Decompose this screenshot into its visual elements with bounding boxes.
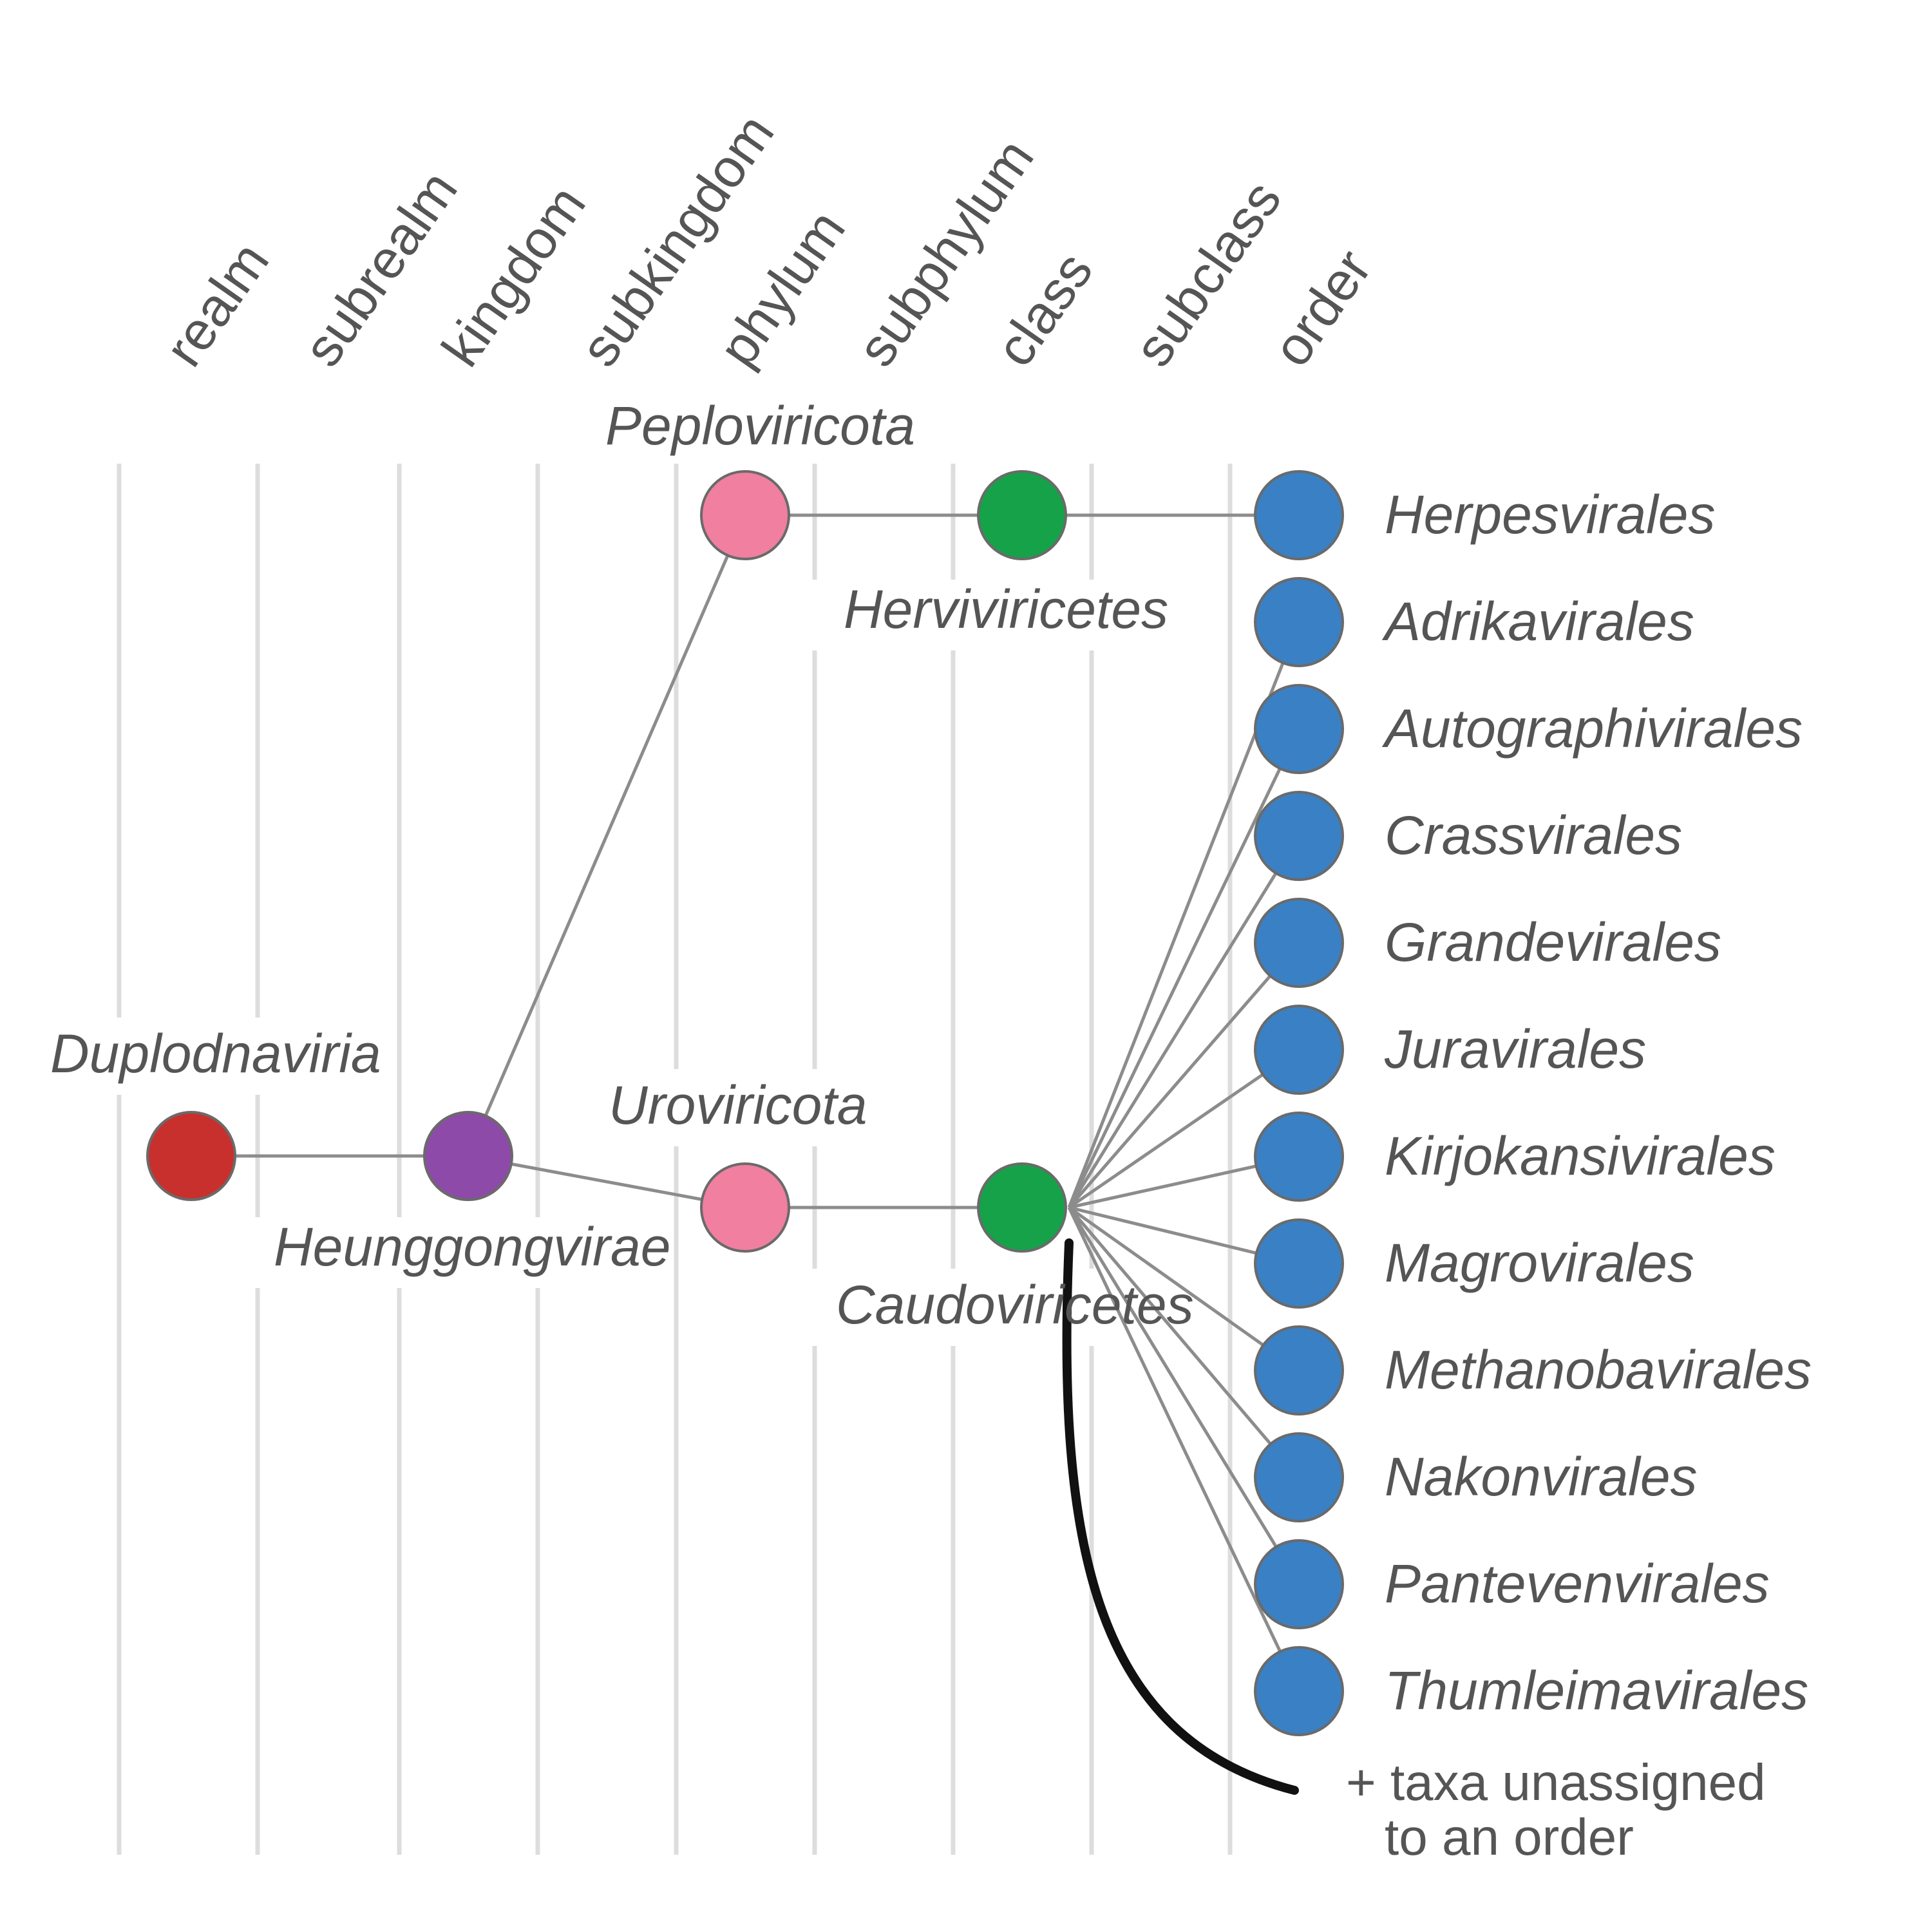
label-order: Pantevenvirales — [1385, 1553, 1770, 1614]
label-kingdom: Heunggongvirae — [274, 1217, 670, 1277]
edge-class-order — [1068, 942, 1300, 1209]
node-order — [1254, 791, 1344, 881]
label-order: Methanobavirales — [1385, 1340, 1812, 1400]
edge-class-order — [1068, 1206, 1300, 1372]
node-order — [1254, 1646, 1344, 1736]
node-realm — [146, 1111, 236, 1201]
order-nodes — [1254, 470, 1344, 1736]
edge-class-order — [1068, 1048, 1300, 1209]
label-class-top: Herviviricetes — [844, 579, 1168, 639]
rank-header-class: class — [984, 242, 1104, 377]
edge-class-order — [1067, 1206, 1301, 1692]
label-phylum-top: Peploviricota — [605, 395, 915, 456]
node-class-herviviricetes — [977, 470, 1067, 560]
note-line-1: + taxa unassigned — [1346, 1754, 1766, 1811]
node-order — [1254, 577, 1344, 667]
node-order — [1254, 470, 1344, 560]
edge-class-order — [1067, 1206, 1301, 1586]
rank-header-phylum: phylum — [707, 200, 857, 377]
node-phylum-uroviricota — [700, 1162, 790, 1253]
caudoviricetes-order-edges — [1067, 621, 1301, 1692]
node-class-caudoviricetes — [977, 1162, 1067, 1253]
node-order — [1254, 1539, 1344, 1629]
order-labels: HerpesviralesAdrikaviralesAutographivira… — [1381, 484, 1812, 1721]
label-order: Herpesvirales — [1385, 484, 1716, 545]
label-order: Nakonvirales — [1385, 1446, 1698, 1507]
node-order — [1254, 1325, 1344, 1416]
label-order: Grandevirales — [1385, 912, 1721, 972]
taxon-labels: Duplodnaviria Heunggongvirae Peplovirico… — [50, 395, 1194, 1335]
node-phylum-peploviricota — [700, 470, 790, 560]
label-order: Kirjokansivirales — [1385, 1126, 1776, 1186]
label-order: Magrovirales — [1385, 1233, 1694, 1293]
label-order: Adrikavirales — [1381, 591, 1694, 652]
edge-kingdom-phylum-bottom — [468, 1154, 746, 1209]
node-order — [1254, 1112, 1344, 1202]
unassigned-taxa-bracket — [1062, 1238, 1299, 1795]
label-class-bottom: Caudoviricetes — [836, 1274, 1194, 1335]
node-order — [1254, 898, 1344, 988]
label-order: Autographivirales — [1381, 698, 1803, 759]
label-order: Thumleimavirales — [1385, 1660, 1808, 1721]
tree-nodes — [146, 470, 1344, 1736]
label-order: Juravirales — [1384, 1019, 1646, 1079]
edge-kingdom-phylum-top — [466, 515, 747, 1157]
node-order — [1254, 684, 1344, 774]
node-order — [1254, 1005, 1344, 1095]
rank-column-lines — [117, 464, 1233, 1855]
tree-edges — [191, 513, 1301, 1692]
rank-header-order: order — [1261, 239, 1383, 377]
unassigned-note: + taxa unassigned to an order — [1346, 1754, 1766, 1866]
edge-class-order — [1067, 835, 1301, 1209]
node-order — [1254, 1432, 1344, 1522]
edge-class-order — [1067, 728, 1301, 1209]
rank-headers: realm subrealm kingdom subkingdom phylum… — [153, 103, 1383, 377]
note-line-2: to an order — [1385, 1808, 1634, 1866]
label-realm: Duplodnaviria — [50, 1023, 381, 1084]
node-order — [1254, 1218, 1344, 1309]
rank-header-realm: realm — [153, 231, 280, 377]
label-phylum-bottom: Uroviricota — [609, 1075, 867, 1135]
label-order: Crassvirales — [1385, 805, 1682, 866]
edge-class-order — [1068, 1206, 1300, 1479]
node-kingdom — [423, 1111, 513, 1201]
